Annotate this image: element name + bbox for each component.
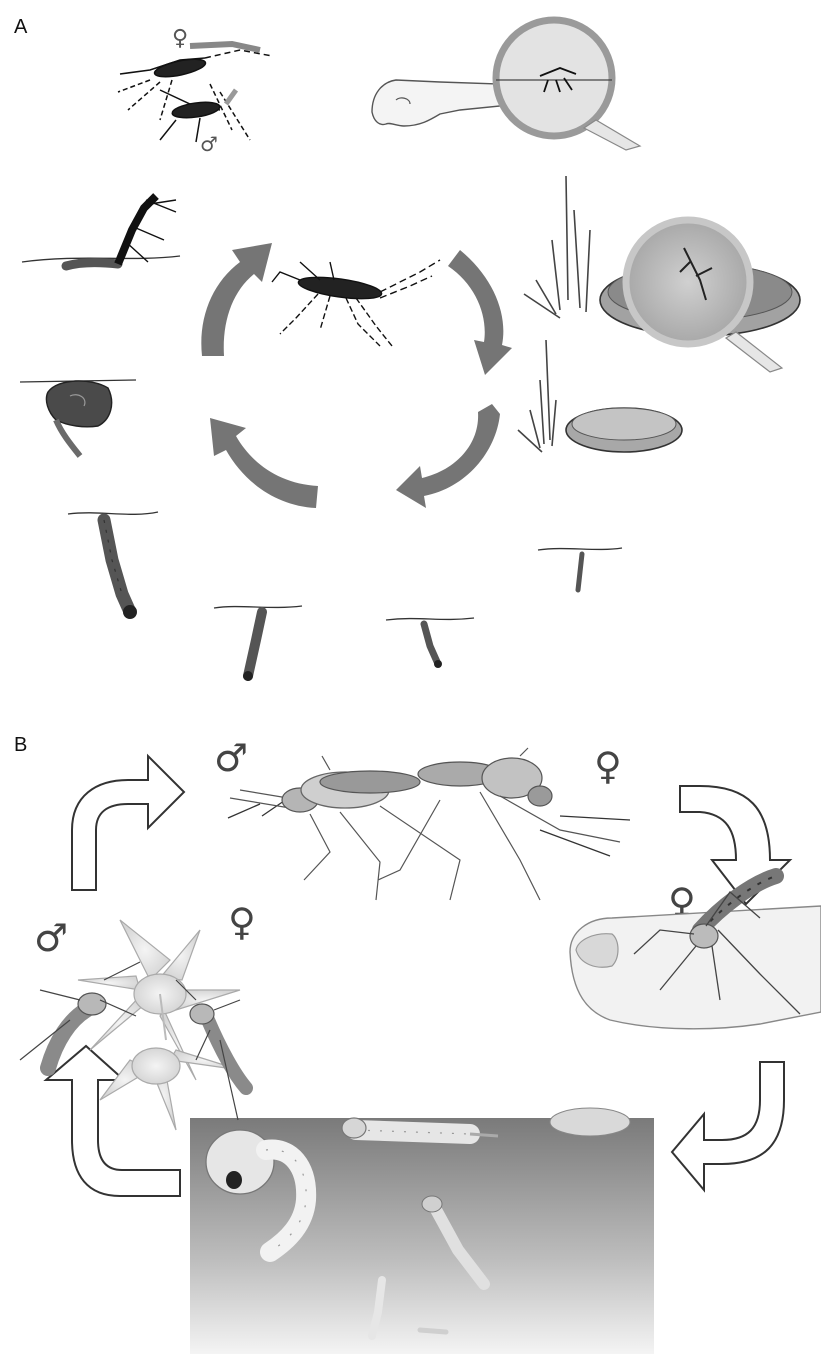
- hand-icon: [372, 80, 500, 126]
- arrow-up-right: [72, 756, 184, 890]
- tiny-larva-icon: [538, 548, 622, 590]
- container-magnifier-lens-icon: [626, 220, 750, 344]
- magnifier-lens-icon: [496, 20, 612, 136]
- large-larva-icon: [68, 512, 158, 619]
- arrow-left-up: [201, 243, 272, 356]
- pupa-icon: [20, 380, 136, 456]
- emerging-adult-icon: [22, 196, 180, 266]
- aquatic-stages-box: [190, 1108, 654, 1354]
- container-with-magnifier-icon: [524, 176, 800, 372]
- adult-mosquito-icon: [272, 260, 440, 346]
- arrow-right-down-bottom: [396, 404, 500, 508]
- medium-larva-icon: [214, 606, 302, 681]
- arrow-down-left: [672, 1062, 784, 1190]
- mating-mosquitoes-icon: [118, 44, 272, 142]
- small-larva-icon: [386, 618, 474, 668]
- dish-with-eggs-icon: [518, 340, 682, 452]
- egg-raft-icon: [550, 1108, 630, 1136]
- female-feeding-on-finger-icon: [570, 876, 821, 1029]
- arrow-bottom-left: [210, 418, 318, 508]
- tiny-larva-b-icon: [420, 1330, 446, 1332]
- arrow-right-down-top: [448, 250, 512, 375]
- flower-with-mosquitoes-icon: [20, 920, 246, 1130]
- arrow-right-down: [680, 786, 790, 904]
- mating-pair-side-view-icon: [228, 748, 630, 900]
- hand-with-magnifier-icon: [372, 20, 640, 150]
